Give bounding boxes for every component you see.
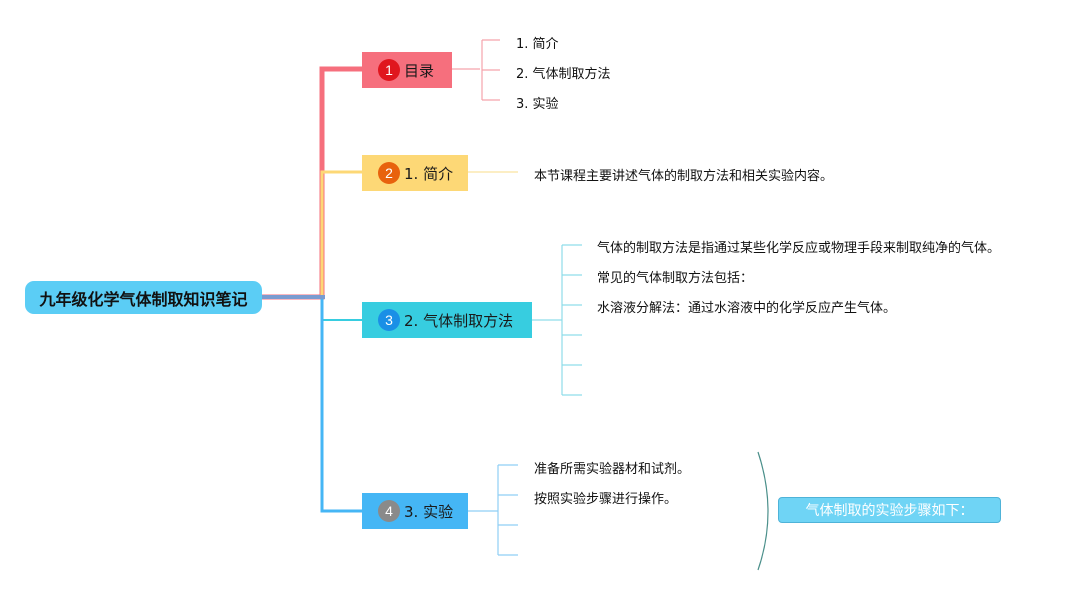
leaf-experiment-1[interactable]: 准备所需实验器材和试剂。 <box>534 462 691 477</box>
summary-label: 气体制取的实验步骤如下： <box>805 503 974 519</box>
topic-number-badge: 4 <box>378 500 400 522</box>
topic-label: 3. 实验 <box>404 502 454 521</box>
leaf-methods-3[interactable]: 水溶液分解法：通过水溶液中的化学反应产生气体。 <box>597 301 897 316</box>
leaf-experiment-2[interactable]: 按照实验步骤进行操作。 <box>534 492 678 507</box>
leaf-intro-1[interactable]: 本节课程主要讲述气体的制取方法和相关实验内容。 <box>534 169 834 184</box>
topic-label: 目录 <box>404 61 435 80</box>
topic-intro[interactable]: 2 1. 简介 <box>362 155 468 191</box>
leaf-methods-2[interactable]: 常见的气体制取方法包括： <box>597 271 754 286</box>
topic-number-badge: 2 <box>378 162 400 184</box>
topic-methods[interactable]: 3 2. 气体制取方法 <box>362 302 532 338</box>
summary-box[interactable]: 气体制取的实验步骤如下： <box>778 497 1001 523</box>
topic-number-badge: 1 <box>378 59 400 81</box>
leaf-contents-2[interactable]: 2. 气体制取方法 <box>516 67 611 82</box>
leaf-contents-1[interactable]: 1. 简介 <box>516 37 559 52</box>
topic-experiment[interactable]: 4 3. 实验 <box>362 493 468 529</box>
topic-contents[interactable]: 1 目录 <box>362 52 452 88</box>
leaf-contents-3[interactable]: 3. 实验 <box>516 97 559 112</box>
topic-label: 1. 简介 <box>404 164 454 183</box>
root-title: 九年级化学气体制取知识笔记 <box>39 289 248 309</box>
root-topic[interactable]: 九年级化学气体制取知识笔记 <box>25 281 262 314</box>
topic-number-badge: 3 <box>378 309 400 331</box>
leaf-methods-1[interactable]: 气体的制取方法是指通过某些化学反应或物理手段来制取纯净的气体。 <box>597 241 1001 256</box>
topic-label: 2. 气体制取方法 <box>404 311 514 330</box>
